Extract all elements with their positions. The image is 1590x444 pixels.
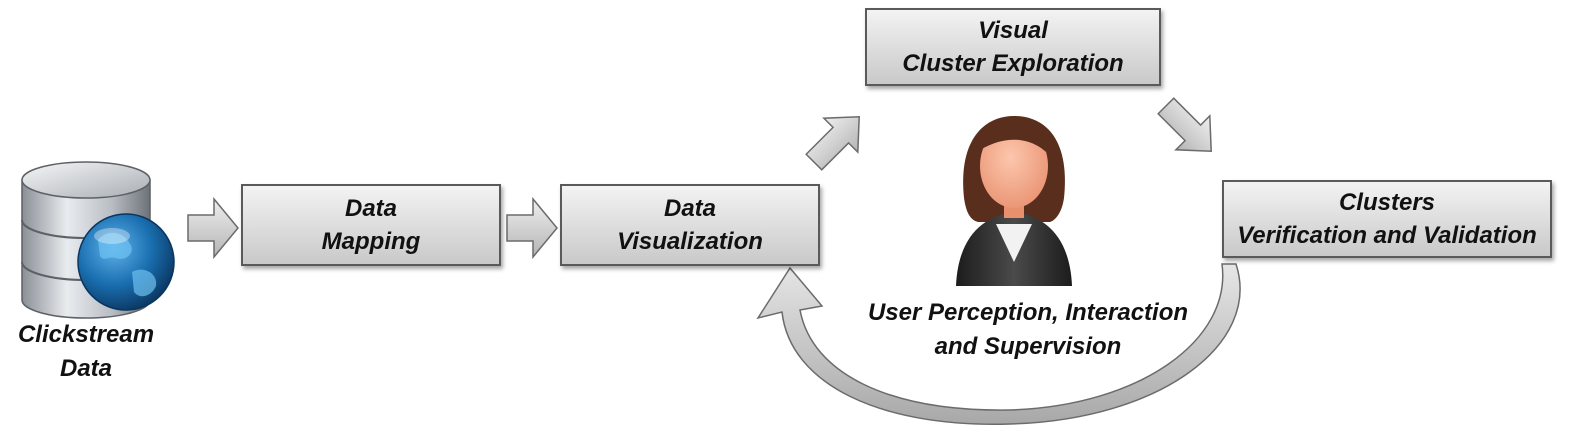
exploration-line1: Visual <box>978 17 1048 44</box>
data-visualization-line2: Visualization <box>617 228 763 255</box>
clickstream-label-line2: Data <box>59 355 113 382</box>
user-caption-line1: User Perception, Interaction <box>867 299 1189 326</box>
arrow-mapping-to-visualization <box>506 196 558 260</box>
clickstream-data-label: Clickstream Data <box>0 318 172 386</box>
visual-cluster-exploration-box: Visual Cluster Exploration <box>865 8 1161 86</box>
arrow-source-to-mapping <box>187 196 239 260</box>
data-visualization-line1: Data <box>663 195 717 222</box>
database-globe-icon <box>21 161 175 319</box>
data-mapping-line1: Data <box>344 195 398 222</box>
user-avatar-icon <box>956 116 1072 286</box>
arrow-visualization-to-exploration <box>805 116 860 171</box>
clusters-line2: Verification and Validation <box>1237 222 1537 249</box>
data-mapping-box: Data Mapping <box>241 184 501 266</box>
arrow-exploration-to-clusters <box>1157 97 1212 152</box>
feedback-curve-arrow <box>756 263 1241 425</box>
data-mapping-line2: Mapping <box>321 228 421 255</box>
clusters-verification-box: Clusters Verification and Validation <box>1222 180 1552 258</box>
clickstream-label-line1: Clickstream <box>17 321 155 348</box>
user-caption-line2: and Supervision <box>934 333 1122 360</box>
data-visualization-box: Data Visualization <box>560 184 820 266</box>
user-perception-caption: User Perception, Interaction and Supervi… <box>850 296 1206 364</box>
clusters-line1: Clusters <box>1338 189 1436 216</box>
exploration-line2: Cluster Exploration <box>902 50 1124 77</box>
